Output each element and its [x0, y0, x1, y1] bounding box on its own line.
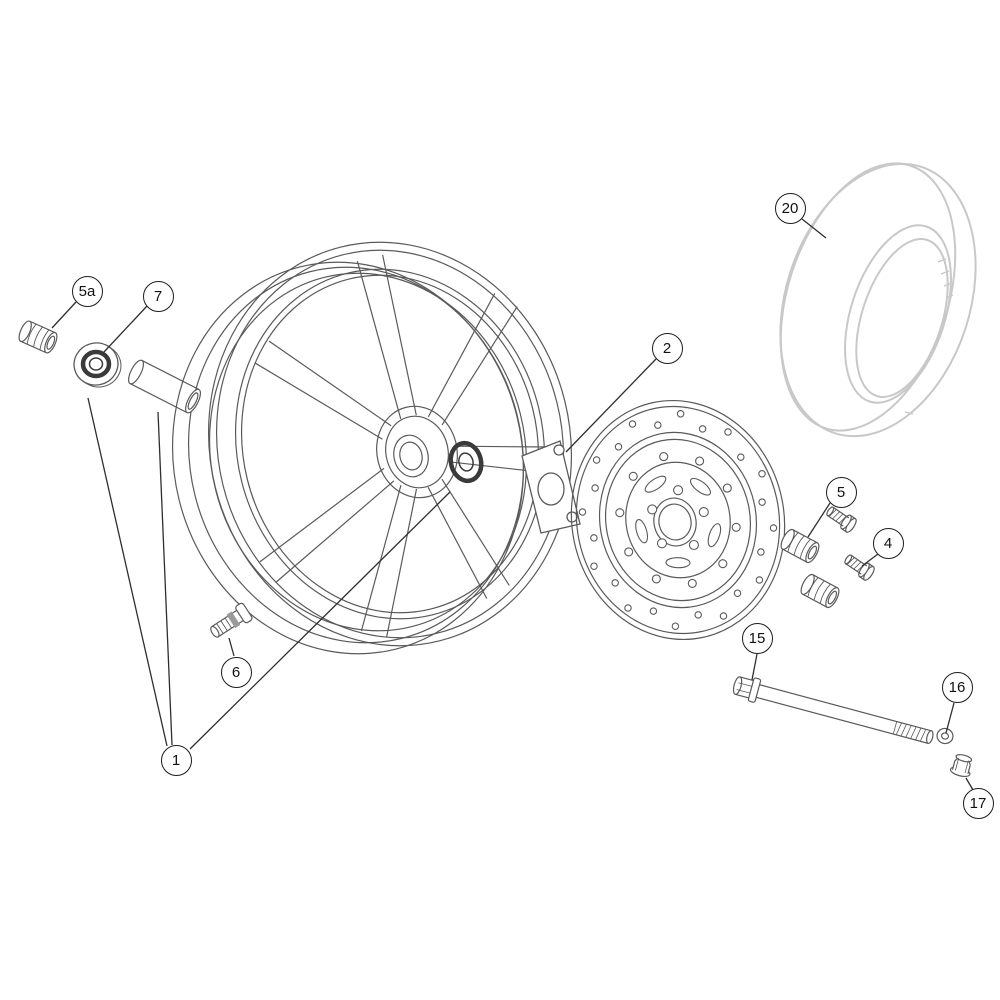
leader-4	[861, 553, 879, 567]
axle-drawing	[732, 676, 934, 745]
callout-5a: 5a	[71, 275, 103, 307]
callout-16-label: 16	[948, 678, 966, 696]
disc-holes	[578, 410, 778, 630]
spacer-tube-drawing	[128, 359, 202, 414]
leader-7	[103, 305, 148, 353]
disc-bracket-drawing	[521, 440, 581, 534]
spacer-drawing-b	[800, 573, 840, 609]
callout-15-label: 15	[748, 629, 766, 647]
callout-5: 5	[825, 476, 857, 508]
leader-5	[807, 502, 831, 538]
bolt-drawing-a	[826, 506, 857, 533]
callout-1: 1	[160, 744, 192, 776]
brake-disc-drawing	[570, 399, 786, 641]
callout-1-label: 1	[171, 751, 181, 769]
callout-20-label: 20	[781, 199, 799, 217]
callout-5-label: 5	[836, 483, 846, 501]
axle-nut-drawing	[949, 754, 973, 778]
callout-4: 4	[872, 527, 904, 559]
leader-20	[801, 218, 827, 239]
callout-6: 6	[220, 656, 252, 688]
spacer-drawing-a	[780, 528, 820, 564]
leader-17	[965, 777, 974, 791]
callout-4-label: 4	[883, 534, 893, 552]
bolt-drawing-b	[844, 554, 875, 581]
callout-17-label: 17	[969, 794, 987, 812]
leader-5a	[51, 301, 77, 329]
callout-7-label: 7	[153, 287, 163, 305]
callout-15: 15	[741, 622, 773, 654]
front-wheel-drawing	[171, 241, 573, 655]
washer-drawing	[936, 727, 954, 745]
callout-2-label: 2	[662, 339, 672, 357]
wheel-bearing-drawing	[73, 342, 122, 388]
leader-1c	[189, 491, 451, 750]
callout-2: 2	[651, 332, 683, 364]
leader-6	[228, 637, 235, 657]
leader-15	[751, 653, 758, 681]
hub-seal	[448, 440, 484, 484]
callout-6-label: 6	[231, 663, 241, 681]
tire-sidewall-marks	[904, 258, 954, 415]
wheel-spokes	[254, 254, 550, 638]
callout-16: 16	[941, 671, 973, 703]
leader-2	[565, 358, 657, 453]
callout-7: 7	[142, 280, 174, 312]
valve-stem-drawing	[210, 602, 253, 638]
spacer-bushing-drawing	[18, 320, 58, 354]
leader-1a	[87, 397, 168, 747]
callout-20: 20	[774, 192, 806, 224]
tire-drawing	[779, 162, 977, 438]
leader-lines	[51, 218, 974, 791]
callout-5a-label: 5a	[78, 282, 96, 300]
leader-16	[945, 702, 955, 734]
callout-17: 17	[962, 787, 994, 819]
leader-1b	[157, 411, 173, 746]
